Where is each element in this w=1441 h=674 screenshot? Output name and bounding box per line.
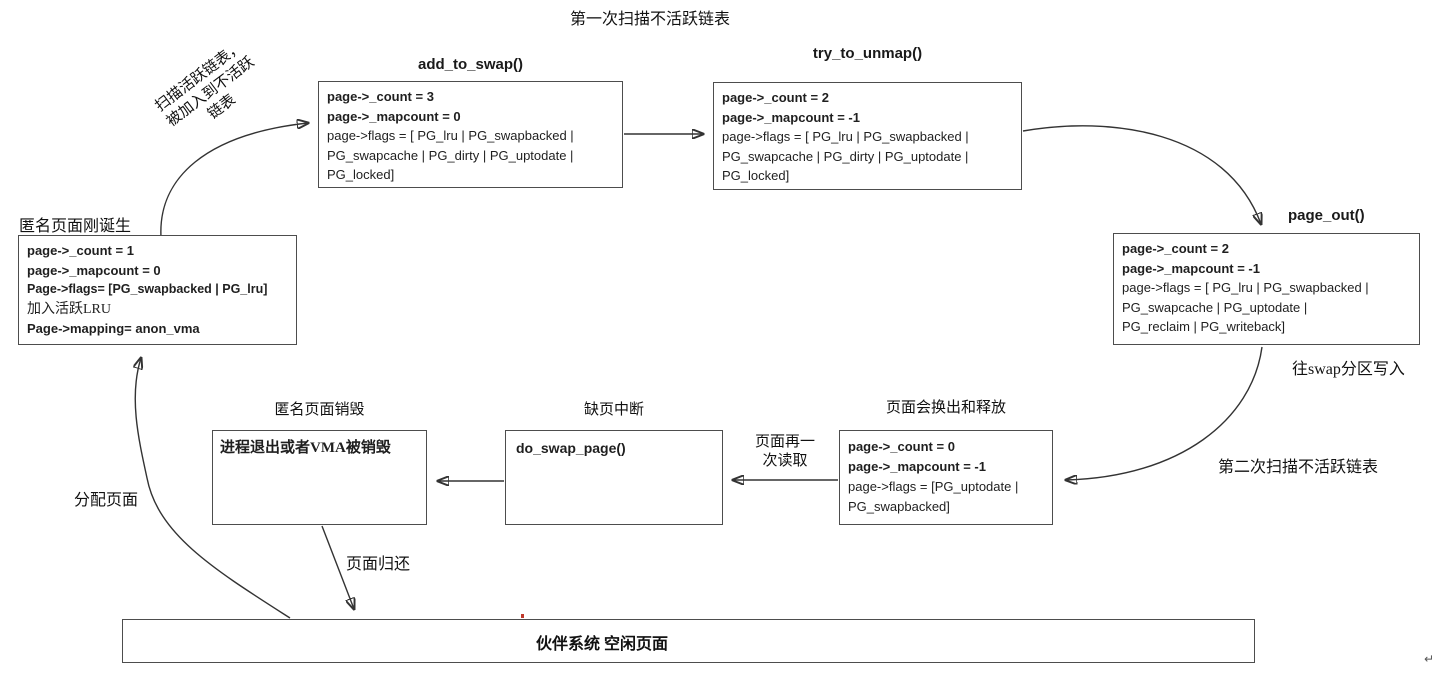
buddy-system-bar: 伙伴系统 空闲页面 [122,619,1255,663]
red-dot-artifact [521,614,524,618]
try-to-unmap-box: page->_count = 2 page->_mapcount = -1 pa… [713,82,1022,190]
page-out-line: PG_reclaim | PG_writeback] [1122,319,1286,334]
edge-label-second-scan: 第二次扫描不活跃链表 [1218,459,1379,476]
destroy-box: 进程退出或者VMA被销毁 [212,430,427,525]
page-out-line: page->_mapcount = -1 [1122,260,1260,276]
swap-out-line: page->_count = 0 [848,439,955,454]
try-to-unmap-line: page->_count = 2 [722,90,829,105]
add-to-swap-line: page->_count = 3 [327,89,434,104]
try-to-unmap-line: PG_swapcache | PG_dirty | PG_uptodate | [722,148,969,164]
page-fault-line: do_swap_page() [516,440,626,456]
destroy-line: 进程退出或者VMA被销毁 [220,440,391,456]
page-out-box: page->_count = 2 page->_mapcount = -1 pa… [1113,233,1420,345]
try-to-unmap-line: page->flags = [ PG_lru | PG_swapbacked | [722,129,969,144]
edge-label-read-again: 页面再一 次读取 [742,433,828,471]
born-line: page->_count = 1 [27,243,134,258]
swap-out-box: page->_count = 0 page->_mapcount = -1 pa… [839,430,1053,525]
return-mark-artifact: ↵ [1424,652,1435,666]
add-to-swap-caption: add_to_swap() [417,56,523,73]
swap-out-line: page->_mapcount = -1 [848,459,986,474]
edge-label-alloc-page: 分配页面 [74,492,139,509]
edge-alloc-page-arrow [135,358,291,619]
edge-label-read-again-line2: 次读取 [762,453,808,469]
edge-scan-active-arrow [160,123,308,238]
add-to-swap-line: page->_mapcount = 0 [327,108,461,124]
try-to-unmap-caption: try_to_unmap() [812,45,923,62]
page-fault-caption: 缺页中断 [583,402,644,418]
add-to-swap-box: page->_count = 3 page->_mapcount = 0 pag… [318,81,623,188]
page-fault-box: do_swap_page() [505,430,723,525]
born-line: Page->flags= [PG_swapbacked | PG_lru] [27,282,268,296]
page-out-line: PG_swapcache | PG_uptodate | [1122,299,1308,315]
swap-out-caption: 页面会换出和释放 [885,400,1006,416]
page-out-caption: page_out() [1288,207,1365,224]
edge-label-write-swap: 往swap分区写入 [1292,361,1405,378]
try-to-unmap-line: PG_locked] [722,168,790,183]
born-line: Page->mapping= anon_vma [27,321,200,336]
edge-second-scan-arrow [1066,346,1263,480]
edge-label-read-again-line1: 页面再一 [754,434,815,450]
born-line: page->_mapcount = 0 [27,262,161,278]
add-to-swap-line: PG_locked] [327,167,395,182]
add-to-swap-line: page->flags = [ PG_lru | PG_swapbacked | [327,128,574,143]
diagram-title: 第一次扫描不活跃链表 [570,11,731,28]
page-out-line: page->flags = [ PG_lru | PG_swapbacked | [1122,280,1369,295]
born-box: page->_count = 1 page->_mapcount = 0 Pag… [18,235,297,345]
try-to-unmap-line: page->_mapcount = -1 [722,109,860,125]
page-out-line: page->_count = 2 [1122,241,1229,256]
buddy-system-label: 伙伴系统 空闲页面 [536,636,669,653]
swap-out-line: PG_swapbacked] [848,499,950,514]
born-line: 加入活跃LRU [27,301,111,317]
destroy-box-caption: 匿名页面销毁 [274,402,365,418]
swap-out-line: page->flags = [PG_uptodate | [848,479,1019,494]
edge-label-return-page: 页面归还 [346,556,411,573]
born-box-caption: 匿名页面刚诞生 [19,218,132,235]
edge-return-page-arrow [321,525,354,609]
add-to-swap-line: PG_swapcache | PG_dirty | PG_uptodate | [327,147,574,163]
edge-unmap-to-pageout-arrow [1022,125,1261,224]
